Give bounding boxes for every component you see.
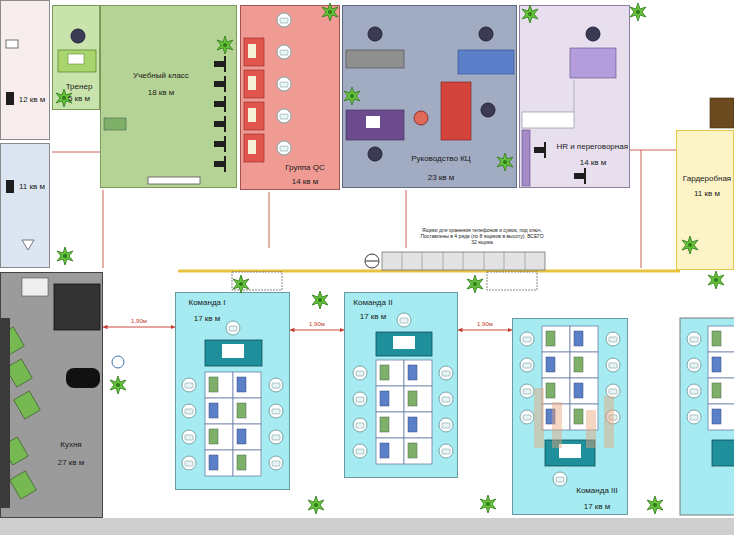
dimension-label: 1,90м xyxy=(308,321,326,328)
room-area: 18 кв м xyxy=(148,88,175,97)
room-area: 17 кв м xyxy=(584,502,611,511)
room-name: Тренер xyxy=(66,82,93,91)
room-name: 12 кв м xyxy=(19,95,46,104)
plants xyxy=(56,3,724,514)
kitchen-furniture xyxy=(0,278,100,508)
room-area: 14 кв м xyxy=(580,158,607,167)
room-name: Команда II xyxy=(353,298,392,307)
room-name: Учебный класс xyxy=(133,71,189,80)
wardrobe-furniture xyxy=(710,98,734,128)
trainer-furniture xyxy=(58,29,96,72)
room-area: 14 кв м xyxy=(292,177,319,186)
room-name: Кухня xyxy=(60,440,81,449)
room: 12 кв м xyxy=(0,0,50,140)
room-name: Руководство КЦ xyxy=(411,154,471,163)
room-name: Команда I xyxy=(188,298,225,307)
dimension-arrow xyxy=(458,330,512,331)
room-name: Группа QC xyxy=(285,163,325,172)
room-name: Гардеробная xyxy=(683,174,731,183)
room: Учебный класс 18 кв м xyxy=(100,5,237,188)
dimension-arrow xyxy=(103,327,175,328)
room-name: HR и переговорная xyxy=(556,142,628,151)
room-area: 17 кв м xyxy=(360,312,387,321)
dimension-label: 1,90м xyxy=(476,321,494,328)
dimension-lines xyxy=(52,150,676,268)
hr-furniture xyxy=(522,27,616,186)
management-furniture xyxy=(346,27,514,161)
corridor xyxy=(0,252,734,535)
room-area: 5 кв м xyxy=(68,94,90,103)
room-name: 11 кв м xyxy=(19,182,45,191)
room-area: 27 кв м xyxy=(58,458,85,467)
classroom-furniture xyxy=(104,56,226,184)
qc-furniture xyxy=(244,13,291,162)
room-name: Команда III xyxy=(576,486,617,495)
room: HR и переговорная 14 кв м xyxy=(519,5,630,188)
locker-note: Ящики для хранения телефонов и сумок, по… xyxy=(418,228,546,245)
room-area: 17 кв м xyxy=(194,314,221,323)
dimension-arrow xyxy=(290,330,344,331)
room-area: 23 кв м xyxy=(428,173,455,182)
bathroom-icons xyxy=(6,40,34,250)
room: 11 кв м xyxy=(0,143,50,268)
dimension-label: 1,90м xyxy=(130,318,148,325)
room-area: 11 кв м xyxy=(694,189,720,198)
team-furniture xyxy=(182,313,734,515)
